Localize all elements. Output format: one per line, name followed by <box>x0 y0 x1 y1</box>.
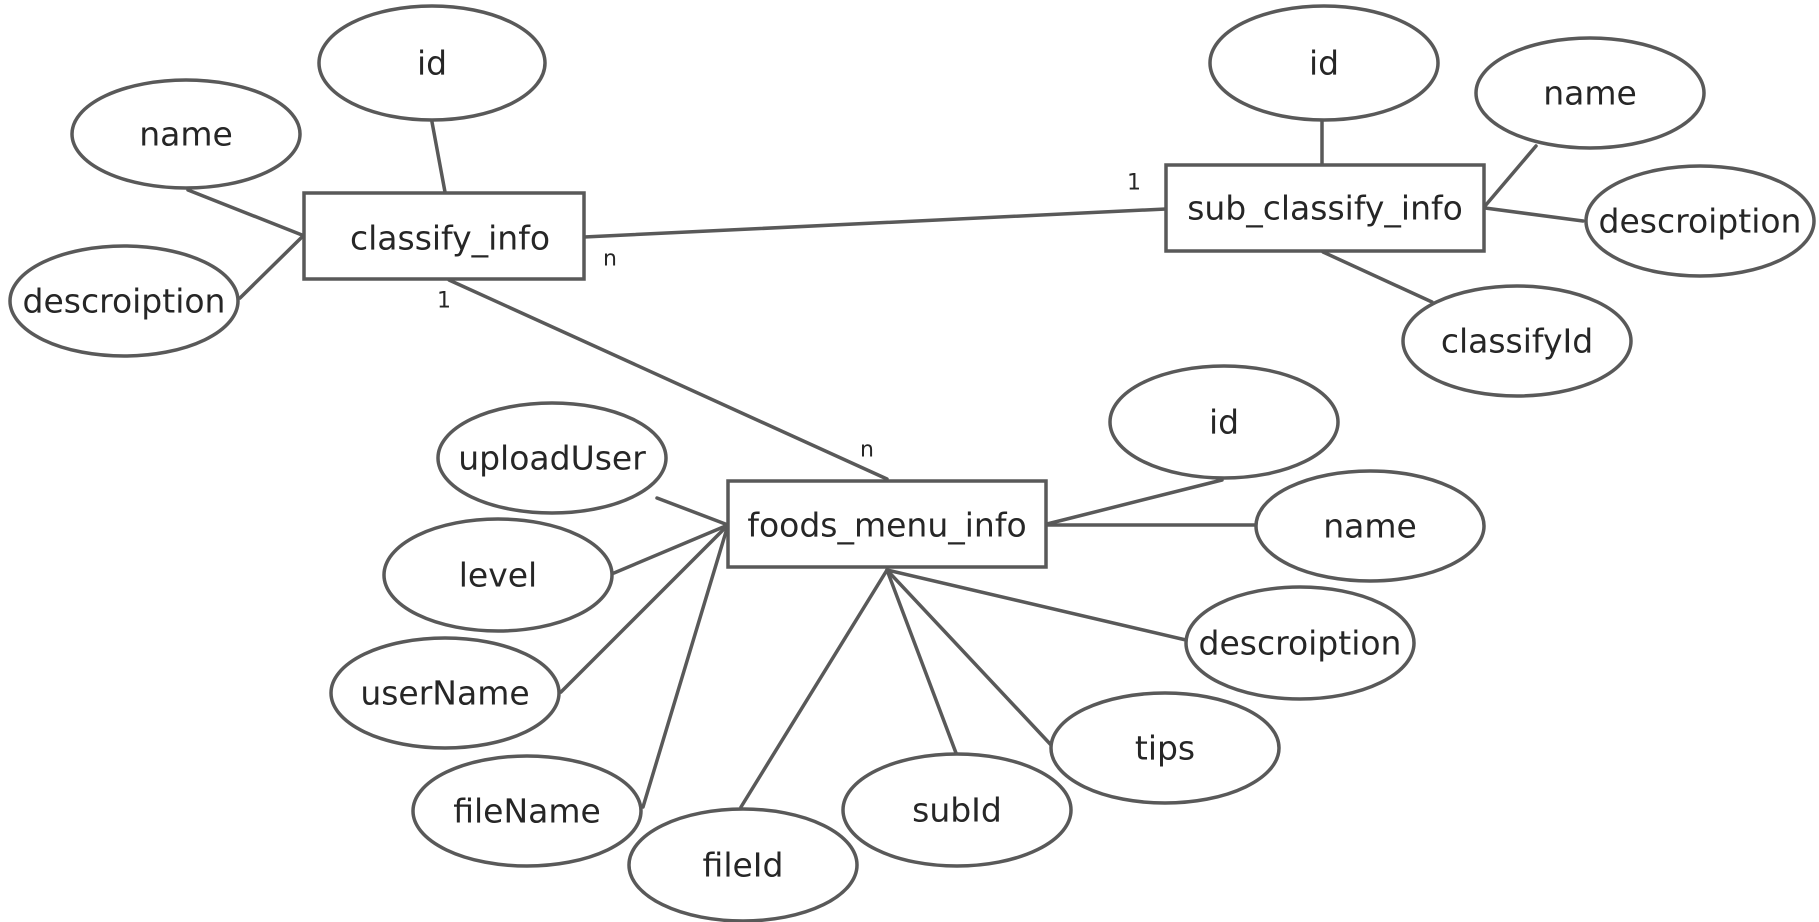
attr-label: name <box>139 115 233 154</box>
edge-foods-uploaduser <box>655 496 730 527</box>
attr-label: descroiption <box>23 282 226 321</box>
entity-sub-classify-info: sub_classify_info <box>1164 163 1486 253</box>
entity-classify-info: classify_info <box>302 191 586 281</box>
attr-foods-username: userName <box>329 636 561 750</box>
attr-foods-id: id <box>1108 364 1340 480</box>
attr-foods-tips: tips <box>1049 691 1281 805</box>
attr-label: uploadUser <box>458 439 646 478</box>
connectors <box>186 108 1585 809</box>
attr-foods-fileid: fileId <box>627 807 859 922</box>
attr-ellipse <box>1049 691 1281 805</box>
edge-foods-level <box>612 523 730 575</box>
entity-box <box>726 479 1048 569</box>
attr-label: descroiption <box>1199 624 1402 663</box>
rel-classify-sub <box>582 207 1168 239</box>
edge-foods-id <box>1045 478 1224 526</box>
attr-label: fileId <box>703 846 784 885</box>
entity-foods-menu-info: foods_menu_info <box>726 479 1048 569</box>
attr-ellipse <box>1208 4 1440 122</box>
attr-ellipse <box>436 401 668 515</box>
edge-classify-name <box>186 188 304 237</box>
attr-label: userName <box>360 674 529 713</box>
attr-label: descroiption <box>1599 202 1802 241</box>
rel-classify-foods <box>447 278 889 481</box>
attr-foods-name: name <box>1254 469 1486 583</box>
attr-sub-id: id <box>1208 4 1440 122</box>
attr-ellipse <box>317 4 547 122</box>
attr-ellipse <box>1401 284 1633 398</box>
edge-foods-tips <box>885 568 1054 748</box>
attr-ellipse <box>1184 585 1416 701</box>
edge-foods-username <box>559 523 730 694</box>
attr-classify-description: descroiption <box>8 244 240 358</box>
attr-foods-level: level <box>382 517 614 633</box>
entity-label: classify_info <box>350 219 550 258</box>
attr-sub-name: name <box>1474 36 1706 150</box>
attr-ellipse <box>1108 364 1340 480</box>
edge-classify-id <box>430 120 447 194</box>
edge-sub-name <box>1483 144 1538 208</box>
attr-foods-subid: subId <box>841 752 1073 868</box>
edge-foods-subid <box>885 568 958 755</box>
attr-ellipse <box>627 807 859 922</box>
cardinality-classify-sub-1: 1 <box>1127 171 1141 196</box>
attr-ellipse <box>329 636 561 750</box>
attr-label: id <box>1309 44 1339 83</box>
edge-foods-filename <box>641 523 730 809</box>
attr-ellipse <box>841 752 1073 868</box>
edge-sub-description <box>1483 206 1585 223</box>
attr-ellipse <box>382 517 614 633</box>
edge-foods-description <box>885 568 1188 642</box>
entity-box <box>1164 163 1486 253</box>
attr-ellipse <box>8 244 240 358</box>
attr-label: fileName <box>453 792 601 831</box>
attr-classify-id: id <box>317 4 547 122</box>
edge-sub-classifyid <box>1321 250 1434 304</box>
edge-foods-fileid <box>739 568 889 809</box>
attr-ellipse <box>1254 469 1486 583</box>
attr-label: level <box>459 556 537 595</box>
attr-sub-classifyid: classifyId <box>1401 284 1633 398</box>
attr-foods-filename: fileName <box>411 754 643 868</box>
cardinality-classify-foods-n: n <box>860 438 874 463</box>
entity-box <box>302 191 586 281</box>
attr-ellipse <box>1584 164 1816 278</box>
attr-classify-name: name <box>70 78 302 190</box>
attr-label: id <box>417 44 447 83</box>
entity-label: sub_classify_info <box>1187 189 1463 228</box>
attr-foods-description: descroiption <box>1184 585 1416 701</box>
attr-label: name <box>1543 74 1637 113</box>
attr-sub-description: descroiption <box>1584 164 1816 278</box>
entity-label: foods_menu_info <box>747 506 1026 545</box>
attr-label: id <box>1209 403 1239 442</box>
attr-label: subId <box>912 791 1002 830</box>
attr-label: name <box>1323 507 1417 546</box>
attr-ellipse <box>1474 36 1706 150</box>
edge-classify-description <box>238 235 304 300</box>
attr-ellipse <box>70 78 302 190</box>
cardinality-classify-sub-n: n <box>603 247 617 272</box>
attr-label: classifyId <box>1441 322 1593 361</box>
attr-ellipse <box>411 754 643 868</box>
attr-label: tips <box>1135 729 1195 768</box>
cardinality-classify-foods-1: 1 <box>437 289 451 314</box>
attr-foods-uploaduser: uploadUser <box>436 401 668 515</box>
